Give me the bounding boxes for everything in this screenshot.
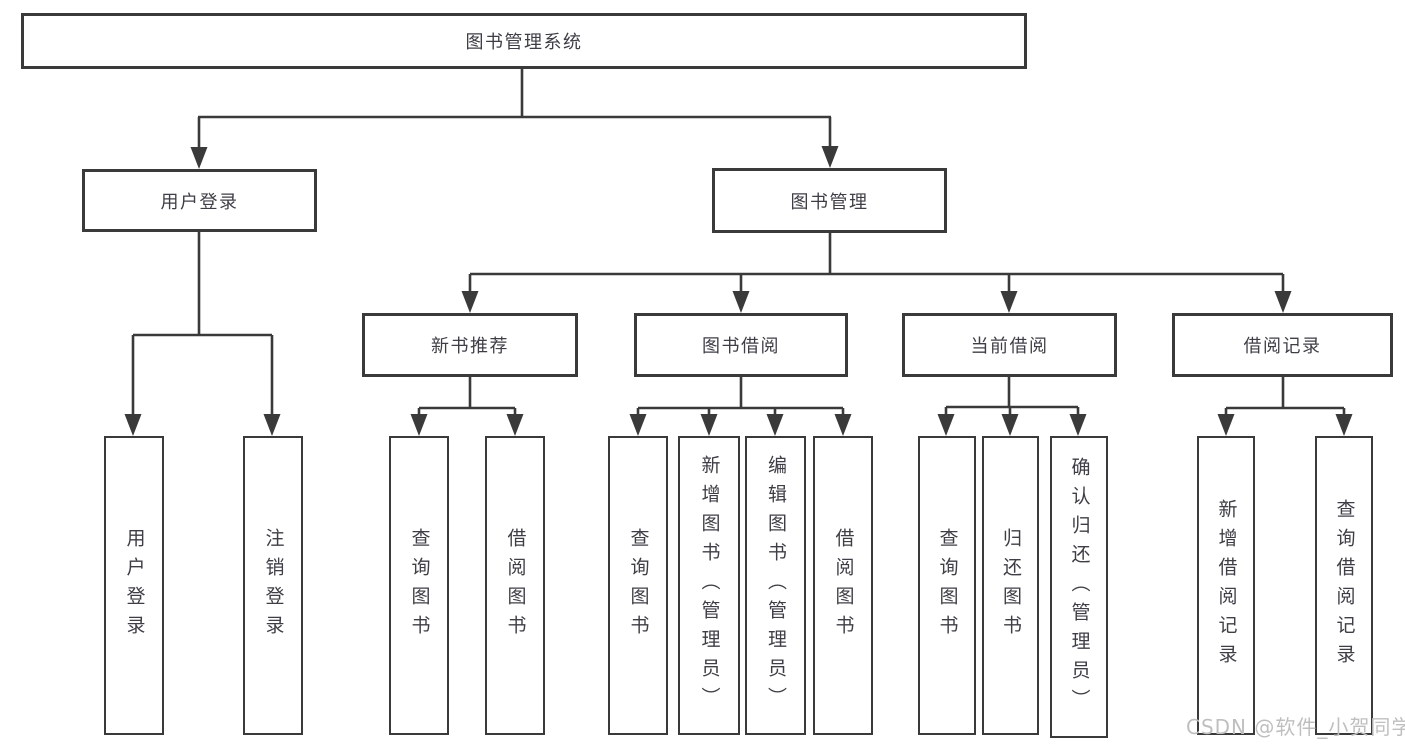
node-label: 查询借阅记录 xyxy=(1333,498,1356,673)
node-borrow-borrow-book: 借阅图书 xyxy=(813,436,873,735)
arrowhead xyxy=(124,414,142,436)
node-label: 查询图书 xyxy=(936,527,959,644)
node-label: 借阅记录 xyxy=(1243,336,1322,357)
connector-new-book xyxy=(410,376,524,436)
node-root-system: 图书管理系统 xyxy=(21,13,1027,69)
arrowhead xyxy=(732,291,750,313)
node-current-return-book: 归还图书 xyxy=(982,436,1039,735)
arrowhead xyxy=(263,414,281,436)
arrowhead xyxy=(1001,414,1019,436)
arrowhead xyxy=(1335,414,1353,436)
node-logout-action: 注销登录 xyxy=(243,436,303,735)
node-new-book-recommend: 新书推荐 xyxy=(362,313,578,377)
node-label: 查询图书 xyxy=(627,527,650,644)
arrowhead xyxy=(629,414,647,436)
node-label: 图书借阅 xyxy=(702,336,780,357)
node-current-borrow: 当前借阅 xyxy=(902,313,1117,377)
node-label: 用户登录 xyxy=(123,527,146,644)
csdn-watermark: CSDN @软件_小贺同学 xyxy=(1186,715,1405,739)
node-label: 查询图书 xyxy=(408,527,431,644)
node-recommend-borrow-book: 借阅图书 xyxy=(485,436,545,735)
connector-root xyxy=(190,68,839,169)
node-book-management: 图书管理 xyxy=(712,168,947,233)
node-label: 新书推荐 xyxy=(431,336,509,357)
arrowhead xyxy=(834,414,852,436)
arrowhead xyxy=(700,414,718,436)
arrowhead xyxy=(766,414,784,436)
node-borrow-add-book-admin: 新增图书（管理员） xyxy=(678,436,740,735)
node-label: 图书管理系统 xyxy=(465,32,583,53)
connector-user-login xyxy=(124,231,281,436)
connector-borrow-record xyxy=(1217,376,1353,436)
node-user-login-action: 用户登录 xyxy=(104,436,164,735)
node-user-login: 用户登录 xyxy=(82,169,317,232)
connector-book-management xyxy=(461,232,1292,313)
node-current-query-book: 查询图书 xyxy=(918,436,976,735)
node-borrow-query-book: 查询图书 xyxy=(608,436,668,735)
arrowhead xyxy=(190,147,208,169)
connector-book-borrow xyxy=(629,376,852,436)
arrowhead xyxy=(506,414,524,436)
node-borrow-edit-book-admin: 编辑图书（管理员） xyxy=(745,436,806,735)
arrowhead xyxy=(1274,291,1292,313)
arrowhead xyxy=(1069,414,1087,436)
node-label: 确认归还（管理员） xyxy=(1068,456,1091,718)
node-label: 归还图书 xyxy=(1000,527,1022,644)
arrowhead xyxy=(937,414,955,436)
node-label: 图书管理 xyxy=(790,191,869,213)
node-label: 新增图书（管理员） xyxy=(698,455,721,716)
node-label: 当前借阅 xyxy=(970,336,1049,357)
node-book-borrow: 图书借阅 xyxy=(634,313,848,377)
node-label: 编辑图书（管理员） xyxy=(765,455,787,716)
node-label: 借阅图书 xyxy=(504,527,527,644)
arrowhead xyxy=(821,146,839,168)
connector-current-borrow xyxy=(937,376,1087,436)
arrowhead xyxy=(410,414,428,436)
node-record-add-record: 新增借阅记录 xyxy=(1197,436,1255,735)
node-label: 用户登录 xyxy=(160,191,239,213)
arrowhead xyxy=(1000,291,1018,313)
node-record-query-record: 查询借阅记录 xyxy=(1315,436,1373,735)
node-borrow-record: 借阅记录 xyxy=(1172,313,1393,377)
node-label: 新增借阅记录 xyxy=(1215,498,1238,673)
node-recommend-query-book: 查询图书 xyxy=(389,436,449,735)
arrowhead xyxy=(1217,414,1235,436)
arrowhead xyxy=(461,291,479,313)
node-label: 注销登录 xyxy=(262,527,285,644)
node-label: 借阅图书 xyxy=(832,527,855,644)
node-current-confirm-return-admin: 确认归还（管理员） xyxy=(1050,436,1108,738)
